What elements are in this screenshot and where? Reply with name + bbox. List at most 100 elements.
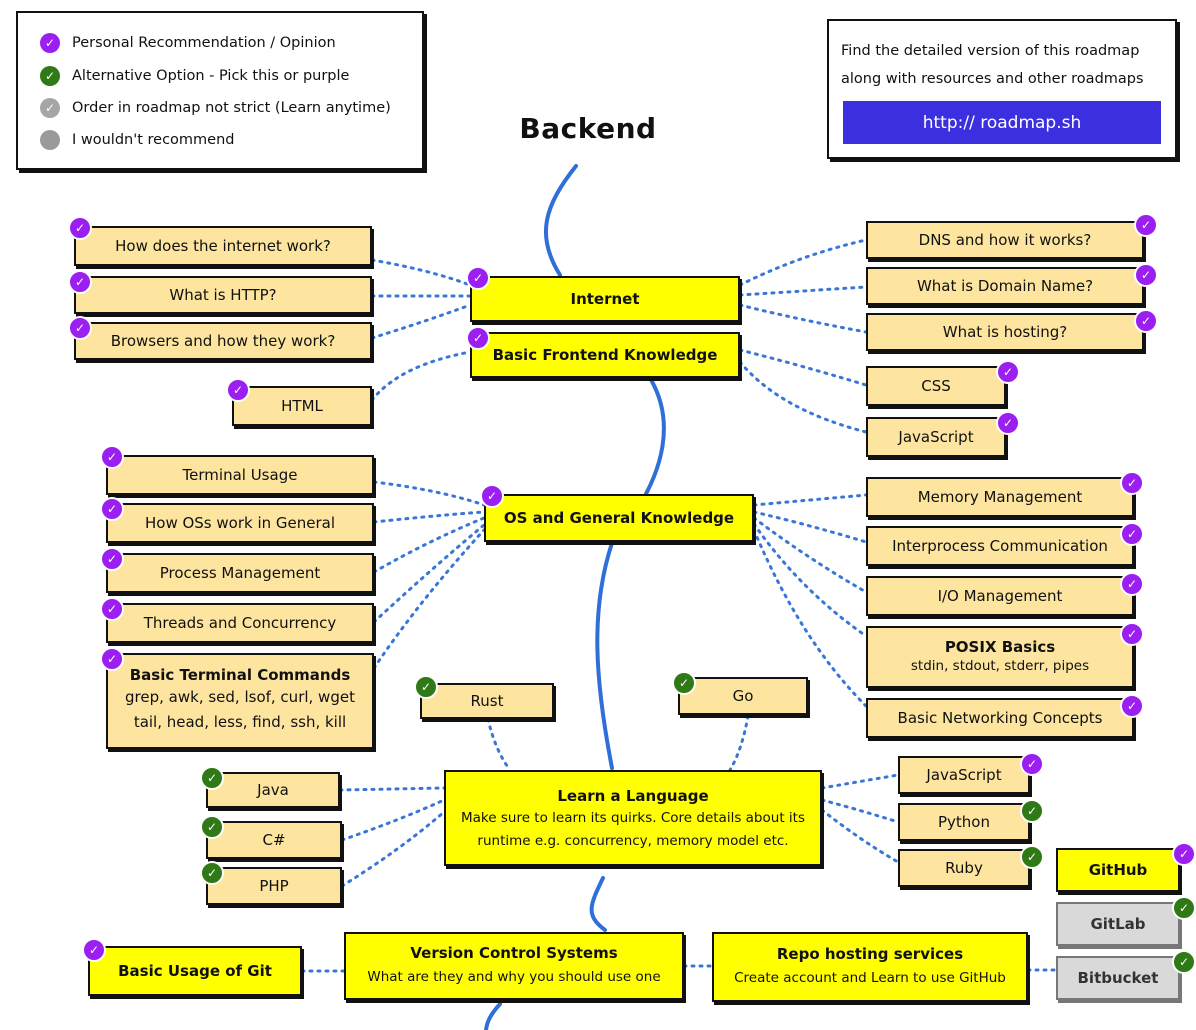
gray-check-icon: ✓ [40, 98, 60, 118]
node-how-os-work[interactable]: How OSs work in General ✓ [100, 497, 374, 543]
node-javascript-language[interactable]: JavaScript ✓ [898, 752, 1044, 794]
dotted-link [820, 798, 900, 824]
node-gitlab[interactable]: GitLab ✓ [1056, 896, 1196, 946]
legend-label: Personal Recommendation / Opinion [72, 35, 336, 51]
legend-label: Alternative Option - Pick this or purple [72, 68, 350, 84]
dotted-link [372, 480, 486, 507]
node-java[interactable]: Java ✓ [200, 766, 340, 808]
node-process-management[interactable]: Process Management ✓ [100, 547, 374, 593]
node-threads[interactable]: Threads and Concurrency ✓ [100, 597, 374, 643]
dotted-link [338, 786, 446, 792]
node-hosting[interactable]: What is hosting? ✓ [866, 309, 1158, 351]
node-browsers[interactable]: Browsers and how they work? ✓ [68, 316, 372, 360]
node-domain-name[interactable]: What is Domain Name? ✓ [866, 263, 1158, 305]
node-label: Internet [570, 289, 640, 308]
dotted-link [370, 258, 472, 287]
green-check-icon: ✓ [1172, 950, 1196, 974]
node-label: Memory Management [917, 487, 1083, 506]
node-label: Basic Terminal Commands [129, 666, 351, 685]
node-sublabel: runtime e.g. concurrency, memory model e… [477, 833, 789, 850]
node-label: I/O Management [937, 586, 1063, 605]
node-posix[interactable]: POSIX Basics stdin, stdout, stderr, pipe… [866, 622, 1144, 688]
dotted-link [372, 523, 486, 624]
promo-panel: Find the detailed version of this roadma… [827, 19, 1177, 159]
node-label: How OSs work in General [144, 513, 336, 532]
dotted-link [738, 238, 868, 287]
node-label: What is HTTP? [169, 285, 277, 304]
node-learn-language[interactable]: Learn a Language Make sure to learn its … [444, 770, 822, 866]
green-check-icon: ✓ [672, 671, 696, 695]
node-rust[interactable]: Rust ✓ [414, 675, 554, 719]
node-interprocess[interactable]: Interprocess Communication ✓ [866, 522, 1144, 566]
node-go[interactable]: Go ✓ [672, 671, 808, 715]
node-os-general[interactable]: OS and General Knowledge ✓ [480, 484, 754, 542]
node-label: Repo hosting services [776, 944, 964, 963]
node-html[interactable]: HTML ✓ [226, 378, 372, 426]
node-sublabel: What are they and why you should use one [367, 968, 661, 985]
purple-check-icon: ✓ [1120, 471, 1144, 495]
node-css[interactable]: CSS ✓ [866, 360, 1020, 406]
purple-check-icon: ✓ [996, 360, 1020, 384]
node-label: Rust [470, 691, 504, 710]
node-ruby[interactable]: Ruby ✓ [898, 845, 1044, 887]
dotted-link [752, 528, 868, 708]
node-label: CSS [921, 376, 951, 395]
green-check-icon: ✓ [1020, 845, 1044, 869]
node-memory-management[interactable]: Memory Management ✓ [866, 471, 1144, 517]
purple-check-icon: ✓ [466, 266, 490, 290]
purple-check-icon: ✓ [480, 484, 504, 508]
promo-text: Find the detailed version of this roadma… [841, 37, 1171, 93]
node-csharp[interactable]: C# ✓ [200, 815, 342, 859]
purple-check-icon: ✓ [40, 33, 60, 53]
node-dns[interactable]: DNS and how it works? ✓ [866, 213, 1158, 259]
node-label: GitHub [1088, 860, 1148, 879]
purple-check-icon: ✓ [82, 938, 106, 962]
dotted-link [820, 773, 900, 790]
node-label: Go [732, 686, 754, 705]
purple-check-icon: ✓ [1134, 309, 1158, 333]
node-http[interactable]: What is HTTP? ✓ [68, 270, 372, 314]
dotted-link [752, 522, 868, 638]
node-label: Java [257, 780, 289, 799]
node-label: Interprocess Communication [892, 536, 1108, 555]
node-sublabel: grep, awk, sed, lsof, curl, wget [125, 687, 355, 706]
node-networking[interactable]: Basic Networking Concepts ✓ [866, 694, 1144, 738]
legend-item-not-strict: ✓ Order in roadmap not strict (Learn any… [40, 96, 391, 120]
node-github[interactable]: GitHub ✓ [1056, 842, 1196, 892]
node-terminal-usage[interactable]: Terminal Usage ✓ [100, 445, 374, 495]
node-basic-git[interactable]: Basic Usage of Git ✓ [82, 938, 302, 996]
node-label: Ruby [945, 858, 983, 877]
dotted-link [752, 510, 868, 544]
node-label: JavaScript [926, 765, 1002, 784]
purple-check-icon: ✓ [466, 326, 490, 350]
purple-check-icon: ✓ [1120, 522, 1144, 546]
node-python[interactable]: Python ✓ [898, 799, 1044, 841]
legend-label: Order in roadmap not strict (Learn anyti… [72, 100, 391, 116]
node-version-control[interactable]: Version Control Systems What are they an… [344, 932, 684, 1000]
dotted-link [728, 714, 750, 772]
node-internet-work[interactable]: How does the internet work? ✓ [68, 216, 372, 266]
node-label: PHP [259, 876, 289, 895]
node-bitbucket[interactable]: Bitbucket ✓ [1056, 950, 1196, 1000]
node-label: Python [938, 812, 990, 831]
dotted-link [738, 348, 868, 387]
node-javascript-frontend[interactable]: JavaScript ✓ [866, 411, 1020, 457]
dotted-link [340, 810, 446, 888]
node-basic-frontend[interactable]: Basic Frontend Knowledge ✓ [466, 326, 740, 378]
node-label: GitLab [1090, 914, 1146, 933]
node-label: Terminal Usage [182, 465, 298, 484]
node-terminal-commands[interactable]: Basic Terminal Commands grep, awk, sed, … [100, 647, 374, 749]
legend-label: I wouldn't recommend [72, 132, 235, 148]
legend-item-alternative: ✓ Alternative Option - Pick this or purp… [40, 64, 349, 88]
node-repo-hosting[interactable]: Repo hosting services Create account and… [712, 932, 1028, 1002]
node-label: Learn a Language [557, 787, 709, 806]
roadmap-link-button[interactable]: http:// roadmap.sh [843, 101, 1161, 144]
legend-item-recommendation: ✓ Personal Recommendation / Opinion [40, 31, 336, 55]
purple-check-icon: ✓ [68, 316, 92, 340]
dotted-link [738, 285, 868, 297]
node-sublabel: tail, head, less, find, ssh, kill [133, 713, 347, 732]
node-php[interactable]: PHP ✓ [200, 861, 342, 905]
node-io-management[interactable]: I/O Management ✓ [866, 572, 1144, 616]
node-internet[interactable]: Internet ✓ [466, 266, 740, 322]
